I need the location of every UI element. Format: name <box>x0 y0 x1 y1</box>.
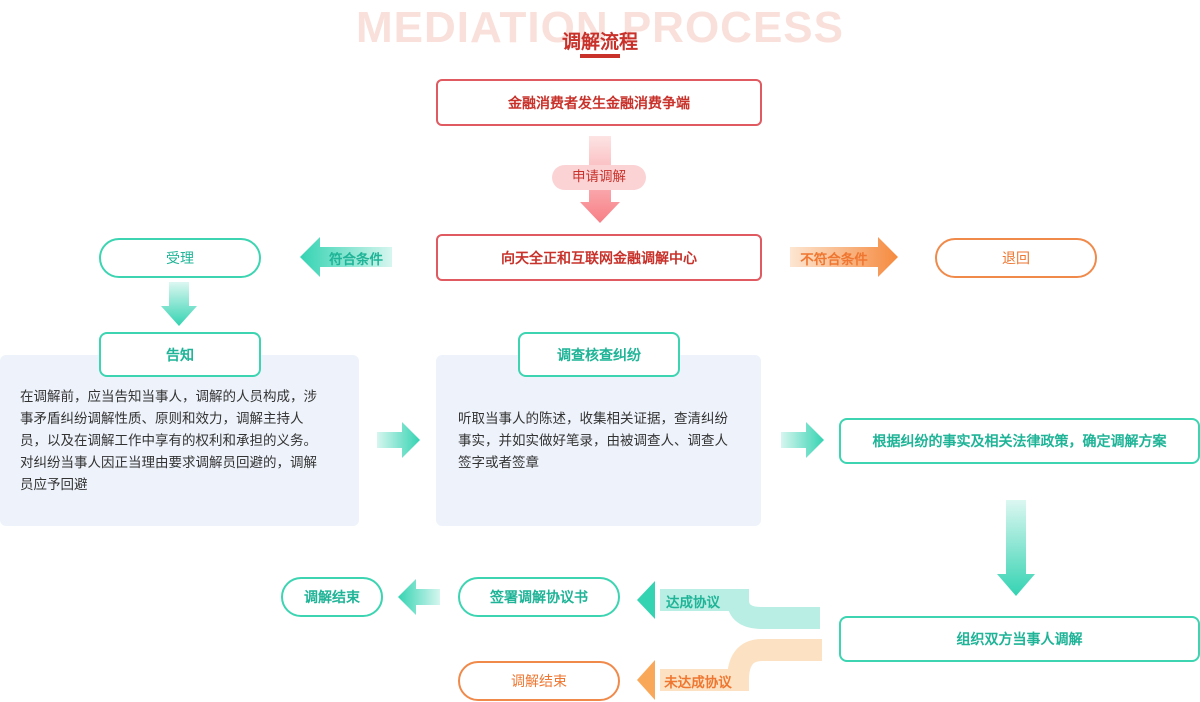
notify-box: 告知 <box>99 332 261 377</box>
plan-box: 根据纠纷的事实及相关法律政策，确定调解方案 <box>839 418 1200 464</box>
title-underline <box>580 54 620 58</box>
reject-pill: 退回 <box>935 238 1097 278</box>
investigate-box: 调查核查纠纷 <box>518 332 680 377</box>
dispute-box: 金融消费者发生金融消费争端 <box>436 79 762 126</box>
not-agreed-label: 未达成协议 <box>664 675 732 691</box>
notify-line: 员，以及在调解工作中享有的权利和承担的义务。 <box>20 433 317 449</box>
accept-pill: 受理 <box>99 238 261 278</box>
notify-panel <box>0 355 359 526</box>
not-qualified-label: 不符合条件 <box>800 252 868 268</box>
notify-line: 事矛盾纠纷调解性质、原则和效力，调解主持人 <box>20 411 304 427</box>
notify-text: 在调解前，应当告知当事人，调解的人员构成，涉 事矛盾纠纷调解性质、原则和效力，调… <box>20 386 350 496</box>
connector-agreed <box>660 589 820 629</box>
sign-pill: 签署调解协议书 <box>458 577 620 617</box>
background-title: MEDIATION PROCESS <box>355 3 844 52</box>
agreed-label: 达成协议 <box>666 595 720 611</box>
apply-label: 申请调解 <box>572 169 626 185</box>
apply-pill <box>552 165 646 190</box>
arrow-left-qualified <box>300 237 392 277</box>
investigate-line: 签字或者签章 <box>458 455 539 471</box>
investigate-line: 听取当事人的陈述，收集相关证据，查清纠纷 <box>458 411 728 427</box>
arrow-head-agreed <box>637 581 655 619</box>
investigate-line: 事实，并如实做好笔录，由被调查人、调查人 <box>458 433 728 449</box>
center-box: 向天全正和互联网金融调解中心 <box>436 234 762 281</box>
arrow-head-not-agreed <box>637 660 655 700</box>
end-success-pill: 调解结束 <box>281 577 383 617</box>
arrow-left-sign <box>398 579 440 615</box>
organize-box: 组织双方当事人调解 <box>839 616 1200 662</box>
connector-not-agreed <box>660 639 822 691</box>
investigate-panel <box>436 355 761 526</box>
investigate-text: 听取当事人的陈述，收集相关证据，查清纠纷 事实，并如实做好笔录，由被调查人、调查… <box>458 408 758 474</box>
notify-line: 在调解前，应当告知当事人，调解的人员构成，涉 <box>20 389 317 405</box>
arrow-down-plan <box>997 500 1035 596</box>
end-fail-pill: 调解结束 <box>458 661 620 701</box>
notify-line: 员应予回避 <box>20 477 88 493</box>
arrow-right-not-qualified <box>790 237 898 277</box>
page-title: 调解流程 <box>561 31 638 53</box>
qualified-label: 符合条件 <box>329 252 383 268</box>
notify-line: 对纠纷当事人因正当理由要求调解员回避的，调解 <box>20 455 317 471</box>
arrow-down-accept <box>161 282 197 326</box>
arrow-right-investigate <box>781 422 824 458</box>
arrow-right-notify <box>377 422 420 458</box>
